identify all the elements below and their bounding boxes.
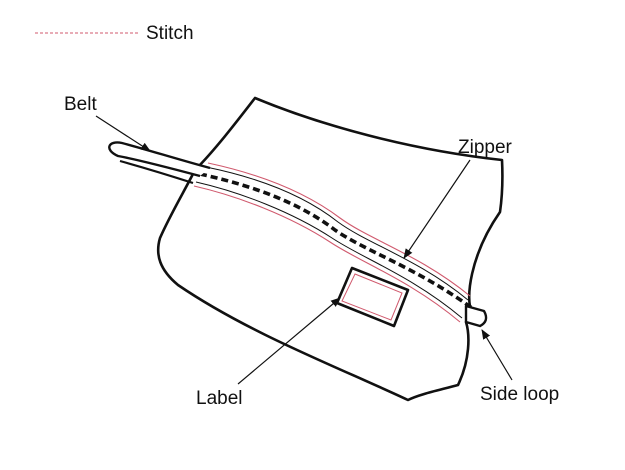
zipper-line xyxy=(199,172,474,310)
pouch-body xyxy=(156,96,504,402)
callout-label: Label xyxy=(196,297,341,409)
leader-zipper xyxy=(403,159,471,259)
stitch-line-top xyxy=(207,162,471,297)
stitch-line-top-inner xyxy=(205,166,469,301)
leader-belt xyxy=(95,115,151,152)
callout-zipper: Zipper xyxy=(403,137,513,259)
leader-side-loop xyxy=(481,329,513,381)
legend-stitch-label: Stitch xyxy=(146,23,194,44)
label-patch xyxy=(335,266,410,328)
belt-loop xyxy=(108,141,211,178)
callout-belt: Belt xyxy=(64,94,151,152)
leader-label xyxy=(237,297,341,385)
stitch-line-bottom-inner xyxy=(195,181,463,319)
label-belt: Belt xyxy=(64,94,97,115)
label-side-loop: Side loop xyxy=(480,384,559,405)
callout-side-loop: Side loop xyxy=(480,329,559,405)
belt-loop-inner xyxy=(119,159,194,185)
label-label: Label xyxy=(196,388,243,409)
legend: Stitch xyxy=(35,23,194,44)
label-zipper: Zipper xyxy=(458,137,513,158)
stitch-line-bottom xyxy=(193,185,461,323)
side-loop-tab xyxy=(464,304,488,328)
